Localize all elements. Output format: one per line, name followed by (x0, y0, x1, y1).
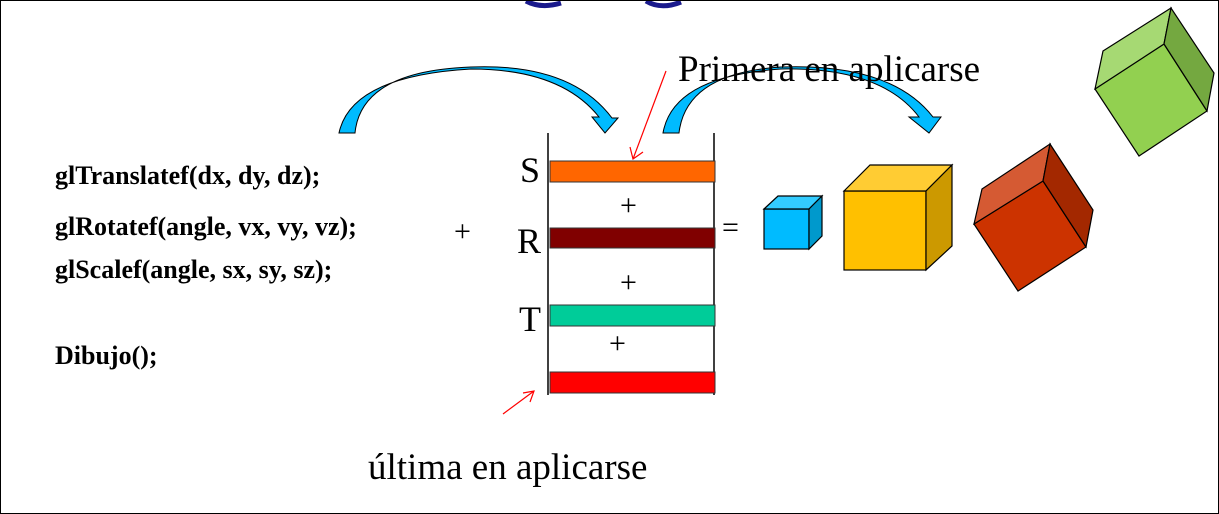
label-r: R (517, 221, 542, 261)
draw-bar (549, 371, 716, 394)
rotated-red-cube (973, 142, 1094, 292)
translate-bar (549, 304, 716, 327)
plus-sign: + (454, 215, 471, 248)
plus-sign: + (620, 189, 637, 222)
code-scale: glScalef(angle, sx, sy, sz); (55, 255, 333, 284)
scaled-yellow-cube (842, 163, 954, 272)
last-applied-label: última en aplicarse (368, 447, 648, 488)
equals-sign: = (722, 211, 739, 244)
code-translate: glTranslatef(dx, dy, dz); (55, 161, 321, 190)
plus-sign: + (620, 266, 637, 299)
rotate-bar (549, 227, 716, 249)
small-blue-cube (762, 194, 824, 251)
translated-green-cube (1094, 6, 1215, 157)
title-fragment (644, 1, 682, 9)
code-rotate: glRotatef(angle, vx, vy, vz); (55, 212, 357, 241)
scale-bar (549, 160, 716, 183)
curved-arrow-icon (662, 66, 942, 134)
label-s: S (520, 150, 541, 190)
title-fragment (524, 1, 562, 9)
curved-arrow-icon (338, 66, 620, 134)
first-pointer-arrow-icon (629, 70, 667, 160)
label-t: T (519, 299, 541, 339)
first-applied-label: Primera en aplicarse (678, 49, 981, 90)
last-pointer-arrow-icon (502, 390, 535, 415)
code-draw: Dibujo(); (55, 341, 158, 370)
plus-sign: + (609, 327, 626, 360)
